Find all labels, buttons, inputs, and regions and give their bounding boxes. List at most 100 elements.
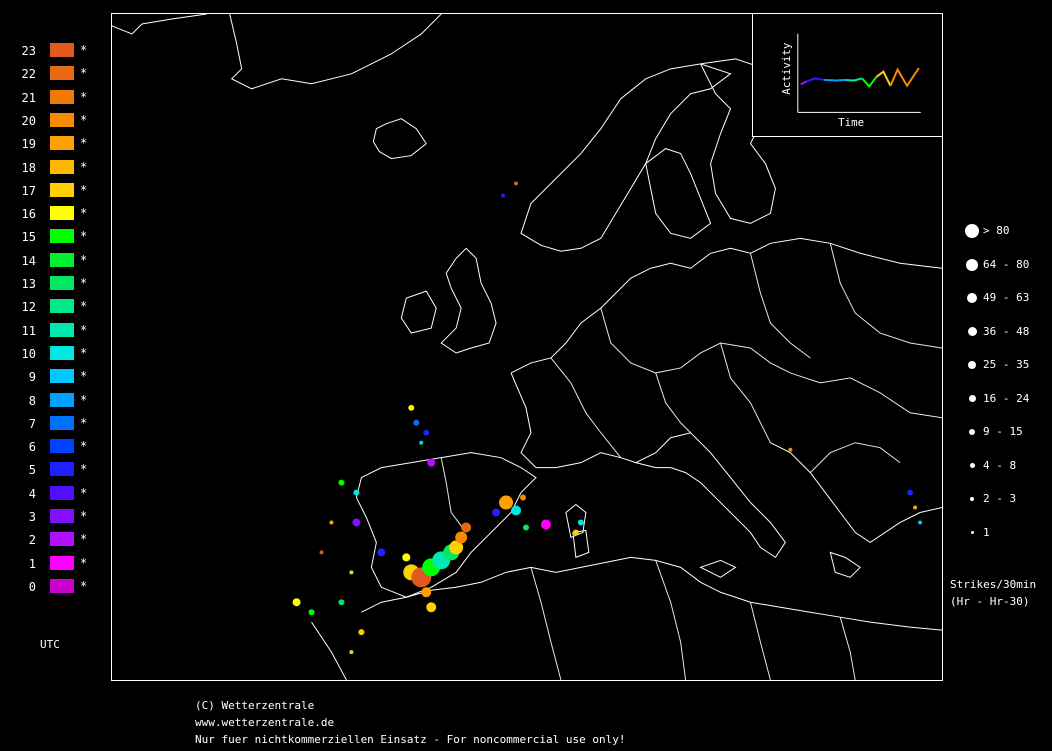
- hour-label: 2: [28, 533, 36, 548]
- footer: (C) Wetterzentrale www.wetterzentrale.de…: [195, 697, 625, 748]
- strike-size-dot: [966, 258, 978, 271]
- hour-legend-row: 1*: [0, 555, 100, 575]
- hour-legend-row: 22 *: [0, 65, 100, 85]
- hour-marker: *: [80, 485, 88, 500]
- copyright-text: (C) Wetterzentrale: [195, 699, 315, 712]
- hour-label: 16: [21, 207, 36, 222]
- hour-color-swatch: [50, 136, 74, 151]
- hour-color-swatch: [50, 159, 74, 174]
- strike-size-label: 16 - 24: [983, 391, 1030, 405]
- activity-segment: [824, 78, 846, 82]
- hour-legend-row: 12 *: [0, 298, 100, 318]
- hour-marker: *: [80, 252, 88, 267]
- strike-size-dot: [970, 497, 974, 501]
- utc-label: UTC: [40, 638, 60, 651]
- map-canvas: [112, 14, 942, 680]
- hour-color-swatch: [50, 66, 74, 81]
- hour-marker: *: [80, 112, 88, 127]
- hour-color-swatch: [50, 206, 74, 221]
- hour-color-swatch: [50, 276, 74, 290]
- hour-label: 21: [21, 90, 36, 105]
- hour-legend-row: 21*: [0, 89, 100, 109]
- hour-label: 6: [28, 440, 36, 455]
- hour-label: 13: [21, 277, 36, 291]
- hour-marker: *: [80, 206, 88, 221]
- hour-color-swatch: [50, 439, 74, 454]
- hour-marker: *: [80, 439, 88, 454]
- strike-size-dot: [968, 395, 976, 402]
- hour-marker: *: [80, 462, 88, 477]
- hour-color-swatch: [50, 322, 74, 337]
- strike-size-label: 36 - 48: [983, 324, 1030, 338]
- hour-marker: *: [80, 299, 88, 314]
- hour-legend-row: 0*: [0, 578, 100, 598]
- hour-color-swatch: [50, 182, 74, 197]
- size-legend-row: > 80: [955, 222, 1052, 242]
- hour-legend-row: 20 *: [0, 112, 100, 132]
- hour-legend-row: 5*: [0, 461, 100, 481]
- strikes-units-line1: Strikes/30min: [950, 578, 1037, 591]
- hour-legend-row: 17 *: [0, 182, 100, 202]
- hour-marker: *: [80, 229, 88, 244]
- hour-color-swatch: [50, 229, 74, 244]
- hour-label: 10: [21, 346, 36, 361]
- strike-size-dot: [967, 327, 977, 336]
- hour-legend-row: 14*: [0, 252, 100, 272]
- size-legend-row: 4 - 8: [955, 457, 1052, 477]
- hour-color-swatch: [50, 509, 74, 523]
- hour-label: 19: [21, 137, 36, 152]
- hour-color-swatch: [50, 299, 74, 314]
- hour-marker: *: [80, 43, 88, 57]
- hour-label: 22: [21, 67, 36, 82]
- activity-series: [800, 67, 920, 88]
- strike-size-label: 49 - 63: [983, 291, 1030, 304]
- size-legend-row: 1: [955, 524, 1052, 544]
- lightning-map: [111, 13, 943, 681]
- hour-color-swatch: [50, 369, 74, 384]
- hour-color-swatch: [50, 345, 74, 360]
- hour-label: 0: [28, 579, 36, 594]
- size-legend-row: 36 - 48: [955, 323, 1052, 343]
- hour-color-swatch: [50, 578, 74, 593]
- hour-label: 5: [28, 463, 36, 478]
- strikes-units-label: Strikes/30min (Hr - Hr-30): [950, 576, 1036, 610]
- strikes-units-line2: (Hr - Hr-30): [950, 595, 1030, 608]
- hour-color-swatch: [50, 485, 74, 500]
- hour-color-swatch: [50, 462, 74, 477]
- hour-marker: *: [80, 136, 88, 151]
- hour-marker: *: [80, 345, 88, 360]
- hour-label: 15: [21, 230, 36, 245]
- activity-segment: [845, 77, 863, 82]
- strike-size-dot: [965, 224, 979, 238]
- hour-label: 12: [21, 300, 36, 315]
- hour-marker: *: [80, 415, 88, 430]
- hour-color-swatch: [50, 415, 74, 430]
- strike-size-label: > 80: [983, 224, 1010, 237]
- hour-marker: *: [80, 578, 88, 593]
- hour-legend-row: 7*: [0, 415, 100, 435]
- hour-color-swatch: [50, 89, 74, 104]
- hour-legend-row: 10 *: [0, 345, 100, 365]
- hour-label: 3: [28, 510, 36, 524]
- hour-marker: *: [80, 182, 88, 197]
- size-legend-row: 64 - 80: [955, 256, 1052, 276]
- hour-color-swatch: [50, 392, 74, 407]
- strike-size-dot: [968, 361, 976, 369]
- hour-label: 8: [28, 393, 36, 408]
- strike-size-label: 1: [983, 525, 990, 539]
- strike-size-dot: [967, 293, 977, 303]
- hour-marker: *: [80, 66, 88, 81]
- hour-label: 20: [21, 113, 36, 128]
- hour-label: 23: [21, 44, 36, 58]
- lightning-strikes: [292, 181, 923, 655]
- hour-label: 18: [21, 160, 36, 175]
- strike-size-label: 64 - 80: [983, 257, 1030, 271]
- hour-legend-row: 9*: [0, 368, 100, 388]
- time-axis-label: Time: [838, 116, 864, 129]
- usage-notice: Nur fuer nichtkommerziellen Einsatz - Fo…: [195, 733, 626, 746]
- coastlines: [112, 14, 942, 680]
- hour-label: 4: [28, 486, 36, 501]
- strike-size-dot: [970, 531, 974, 534]
- size-legend-row: 2 - 3: [955, 490, 1052, 510]
- hour-label: 17: [21, 183, 36, 198]
